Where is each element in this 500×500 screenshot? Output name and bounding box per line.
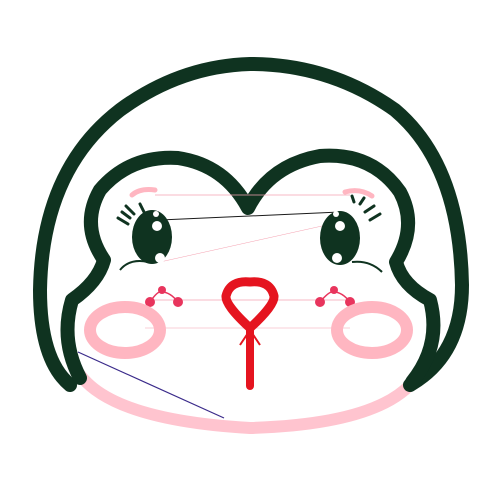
brow-left-pink <box>129 187 158 198</box>
head-outline-icon <box>32 56 470 392</box>
eye-left-icon <box>116 202 172 271</box>
eye-right-icon <box>320 194 383 273</box>
beak-icon <box>221 277 279 390</box>
stitch-line-purple <box>77 351 225 419</box>
blush-right-icon <box>331 301 413 359</box>
cheek-dots-left <box>145 286 183 307</box>
blush-left-icon <box>84 301 166 359</box>
chin-pink-arc <box>72 366 426 435</box>
brow-right-pink <box>342 188 375 199</box>
stitch-line-eyes <box>159 211 341 221</box>
stitch-line-diag <box>159 221 341 263</box>
face-mask-outline <box>60 148 441 389</box>
cheek-dots-right <box>315 286 355 307</box>
